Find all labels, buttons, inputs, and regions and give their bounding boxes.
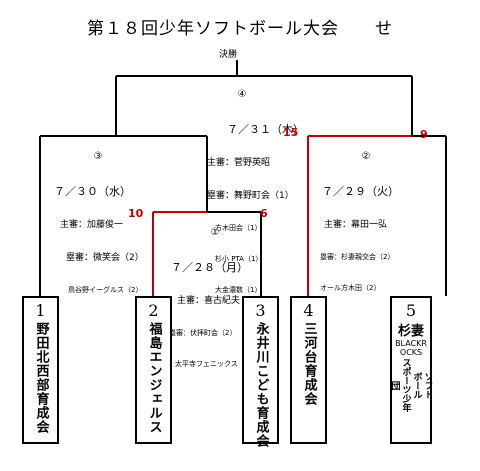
team-4-number: 4 (303, 301, 314, 320)
team-box-1: 1 野田北西部育成会 (22, 296, 59, 444)
team-2-name: 福島エンジェルス (146, 322, 162, 434)
match4-base-umpire: 塁審：舞野町会（1） (207, 191, 294, 201)
team-box-2: 2 福島エンジェルス (135, 296, 172, 444)
match1-umpire: 主審：喜古紀夫 (177, 296, 241, 306)
match3-small-1: 鳥谷野イーグルス（2） (68, 286, 143, 294)
match3-number: ③ (93, 151, 103, 162)
match4-small-3: 大金濃数（1） (215, 286, 262, 294)
match4-info: ④ ７／３１（木） 主審：菅野英昭 塁審：舞野町会（1） 方木田会（1） 杉小 … (203, 78, 304, 317)
match2-umpire: 主審：幕田一弘 (324, 220, 388, 230)
team-5-col-3: スポーツ少年 (400, 358, 411, 412)
match1-small-2: 太平寺フェニックス（2） (175, 360, 257, 368)
team-5-col-2: ボール (411, 371, 422, 399)
team-2-number: 2 (148, 301, 159, 320)
page-title: 第１８回少年ソフトボール大会 せ (87, 19, 393, 39)
team-box-3: 3 永井川こども育成会 (242, 296, 279, 448)
match2-info: ② ７／２９（火） 主審：幕田一弘 塁審：杉妻親交会（2） オール方木田（2） (318, 140, 399, 315)
match1-small-1: 塁審：伏拝町会（2） (169, 329, 237, 337)
team-box-4: 4 三河台育成会 (290, 296, 327, 444)
team-5-columns: ソフト ボール スポーツ少年 団 (389, 358, 433, 412)
match2-date: ７／２９（火） (322, 185, 399, 198)
match4-umpire: 主審：菅野英昭 (207, 158, 271, 168)
match3-base-umpire: 塁審：微笑会（2） (66, 253, 144, 263)
match1-date: ７／２８（月） (171, 261, 248, 274)
team-3-number: 3 (255, 301, 266, 320)
match4-date: ７／３１（木） (227, 123, 304, 136)
team-5-number: 5 (405, 301, 417, 320)
match2-small-2: オール方木田（2） (320, 284, 381, 292)
match1-score-right: 6 (260, 207, 268, 220)
team-5-col-1: ソフト (422, 371, 433, 399)
match4-small-2: 杉小 PTA（1） (215, 255, 263, 263)
match4-small-1: 方木田会（1） (215, 224, 262, 232)
match4-score-left: 15 (283, 126, 299, 139)
match1-score-left: 10 (128, 207, 144, 220)
team-box-5: 5 杉妻 BLACKROCKS ソフト ボール スポーツ少年 団 (389, 296, 433, 444)
match2-number: ② (361, 151, 371, 162)
match2-small-1: 塁審：杉妻親交会（2） (320, 253, 395, 261)
match3-info: ③ ７／３０（水） 主審：加藤俊一 塁審：微笑会（2） 鳥谷野イーグルス（2） (54, 140, 144, 317)
match4-number: ④ (237, 89, 247, 100)
team-5-name: 杉妻 (397, 324, 424, 339)
team-1-number: 1 (35, 301, 46, 320)
match3-date: ７／３０（水） (54, 185, 131, 198)
team-5-col-4: 団 (389, 380, 400, 390)
team-4-name: 三河台育成会 (301, 322, 317, 406)
team-1-name: 野田北西部育成会 (33, 322, 49, 434)
team-5-sub: BLACKROCKS (395, 339, 427, 357)
match3-umpire: 主審：加藤俊一 (60, 220, 124, 230)
match1-info: ① ７／２８（月） 主審：喜古紀夫 塁審：伏拝町会（2） 太平寺フェニックス（2… (163, 216, 256, 391)
match4-score-right: 9 (420, 128, 428, 141)
final-label: 決勝 (219, 50, 238, 60)
team-3-name: 永井川こども育成会 (253, 322, 269, 448)
match1-number: ① (210, 227, 220, 238)
